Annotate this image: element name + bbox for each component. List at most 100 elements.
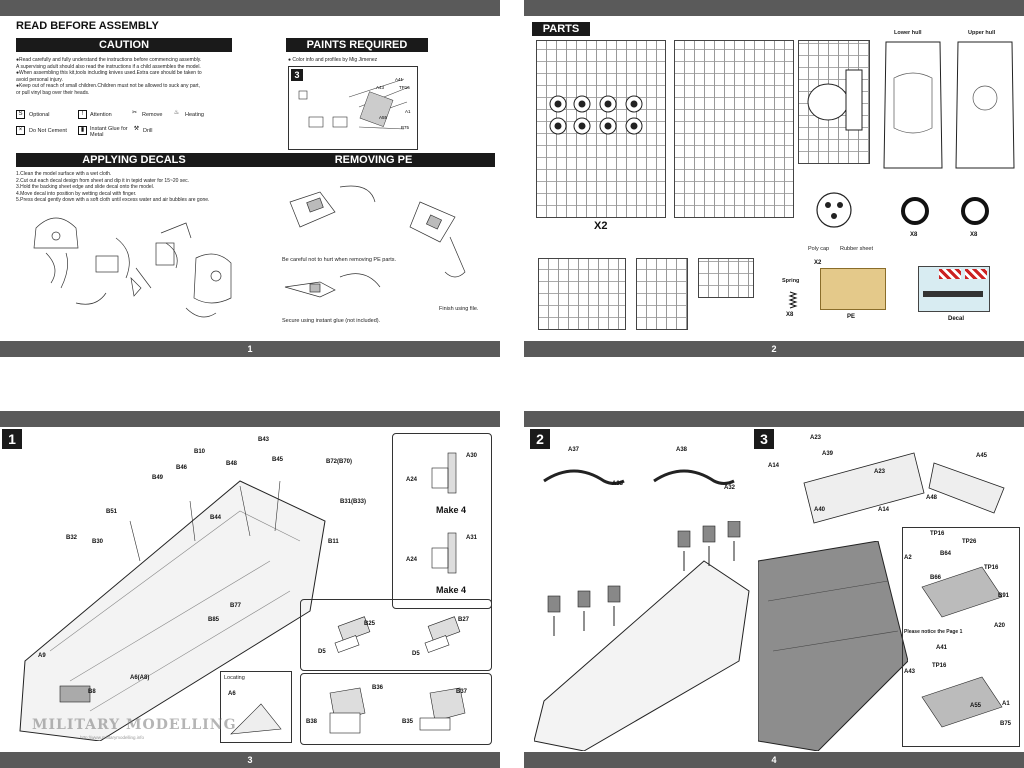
drill-icon: ⚒ bbox=[133, 126, 140, 132]
page-top-bar bbox=[524, 411, 1024, 427]
part-b48: B48 bbox=[226, 461, 238, 467]
detail-a41: A41 bbox=[936, 645, 948, 651]
tire-drawing-2 bbox=[961, 197, 989, 225]
detail-c-b38: B38 bbox=[306, 719, 318, 725]
decal-steps: 1.Clean the model surface with a wet clo… bbox=[16, 171, 210, 203]
step2-a33: A33 bbox=[612, 481, 624, 487]
svg-text:B75: B75 bbox=[401, 125, 410, 130]
step2-a32: A32 bbox=[724, 485, 736, 491]
detail-b-d5b: D5 bbox=[412, 651, 420, 657]
paints-text: ● Color info and profiles by Mig Jimenez bbox=[288, 57, 378, 63]
step-3-number: 3 bbox=[754, 429, 774, 449]
detail-a55: A55 bbox=[970, 703, 982, 709]
detail-b-d5: D5 bbox=[318, 649, 326, 655]
example-step-number: 3 bbox=[291, 69, 303, 81]
page-top-bar bbox=[0, 411, 500, 427]
sprue-b bbox=[674, 40, 794, 218]
step3-a40: A40 bbox=[814, 507, 826, 513]
part-b46: B46 bbox=[176, 465, 188, 471]
page-2: PARTS X2 Lower hull Upper hull Poly cap … bbox=[524, 0, 1024, 357]
step3-a14b: A14 bbox=[878, 507, 890, 513]
step-number: 1 bbox=[2, 429, 22, 449]
lower-hull-label: Lower hull bbox=[894, 30, 922, 36]
instant-glue-label: Instant Glue for Metal bbox=[90, 126, 128, 138]
tire-drawing-1 bbox=[901, 197, 929, 225]
step-2-arms-drawing bbox=[543, 469, 735, 485]
locating-part: A6 bbox=[228, 691, 236, 697]
detail-box-c bbox=[300, 673, 492, 745]
sprue-a-quantity: X2 bbox=[594, 220, 608, 232]
page-number: 2 bbox=[524, 341, 1024, 357]
page-top-bar bbox=[0, 0, 500, 16]
remove-label: Remove bbox=[142, 112, 163, 118]
part-a9: A9 bbox=[38, 653, 46, 659]
part-b43: B43 bbox=[258, 437, 270, 443]
parts-header: PARTS bbox=[532, 22, 590, 36]
decal-label: Decal bbox=[948, 316, 965, 322]
decals-header: APPLYING DECALS bbox=[16, 153, 252, 167]
upper-hull-drawing bbox=[955, 41, 1015, 169]
detail-a2: A2 bbox=[904, 555, 912, 561]
optional-label: Optional bbox=[29, 112, 50, 118]
detail-a-a24: A24 bbox=[406, 477, 418, 483]
detail-tp16c: TP16 bbox=[932, 663, 947, 669]
step-3-detail-drawing bbox=[921, 566, 1003, 728]
paints-example-drawing: A41 A43 TP16 A1 B75 A55 bbox=[298, 77, 411, 130]
svg-text:TP16: TP16 bbox=[399, 85, 410, 90]
attention-label: Attention bbox=[90, 112, 112, 118]
hull-assembly-drawing bbox=[19, 480, 326, 741]
svg-text:A1: A1 bbox=[405, 109, 411, 114]
locating-drawing bbox=[230, 703, 282, 735]
detail-c-b36: B36 bbox=[372, 685, 384, 691]
detail-a-drawing bbox=[431, 452, 457, 574]
remove-icon: ✂ bbox=[131, 110, 138, 116]
detail-box-a bbox=[392, 433, 492, 609]
step3-a45: A45 bbox=[976, 453, 988, 459]
page-title: READ BEFORE ASSEMBLY bbox=[16, 20, 159, 32]
locating-label: Locating bbox=[224, 675, 245, 681]
sprue-e bbox=[538, 258, 626, 330]
part-b31: B31(B33) bbox=[340, 499, 367, 505]
poly-cap-quantity: X2 bbox=[814, 260, 822, 266]
tire-quantity-2: X8 bbox=[970, 232, 978, 238]
attention-icon: ! bbox=[78, 110, 87, 119]
page-top-bar bbox=[524, 0, 1024, 16]
detail-box-b bbox=[300, 599, 492, 671]
part-b85: B85 bbox=[208, 617, 220, 623]
watermark: MILITARY MODELLING bbox=[32, 717, 237, 733]
heating-label: Heating bbox=[185, 112, 204, 118]
turret-part bbox=[807, 69, 863, 131]
page-number: 4 bbox=[524, 752, 1024, 768]
part-b45: B45 bbox=[272, 457, 284, 463]
decal-instructions-drawing bbox=[33, 217, 232, 318]
part-b44: B44 bbox=[210, 515, 222, 521]
detail-b75: B75 bbox=[1000, 721, 1012, 727]
poly-cap-drawing bbox=[816, 192, 852, 228]
page-4: 2 3 A37 A33 A38 A32 A23 A39 A14 A23 A40 … bbox=[524, 411, 1024, 768]
page-number: 3 bbox=[0, 752, 500, 768]
step-3-axle-drawing bbox=[803, 452, 1005, 524]
sprue-d bbox=[636, 258, 688, 330]
detail-b91: B91 bbox=[998, 593, 1010, 599]
svg-text:A41: A41 bbox=[395, 77, 404, 82]
detail-tp26: TP26 bbox=[962, 539, 977, 545]
decal-sheet bbox=[918, 266, 990, 312]
step-3-detail-box bbox=[902, 527, 1020, 747]
detail-b-b25: B25 bbox=[364, 621, 376, 627]
instant-glue-icon: ▮ bbox=[78, 126, 87, 135]
pe-label: PE bbox=[847, 314, 856, 320]
paints-example-box: 3 A41 A43 TP16 A1 B75 A55 bbox=[288, 66, 418, 150]
make-4-label-b: Make 4 bbox=[436, 585, 467, 595]
locating-box bbox=[220, 671, 292, 743]
detail-a-a30: A30 bbox=[466, 453, 478, 459]
part-b11: B11 bbox=[328, 539, 339, 545]
heating-icon: ♨ bbox=[173, 110, 180, 116]
rubber-sheet-label: Rubber sheet bbox=[840, 246, 874, 252]
pe-note-finish: Finish using file. bbox=[439, 306, 479, 312]
caution-text: ●Read carefully and fully understand the… bbox=[16, 57, 202, 96]
step-2-hull-drawing bbox=[534, 521, 750, 751]
part-b77: B77 bbox=[230, 603, 242, 609]
detail-b64: B64 bbox=[940, 551, 952, 557]
drill-label: Drill bbox=[143, 128, 153, 134]
step-3-hull-drawing bbox=[758, 541, 908, 751]
